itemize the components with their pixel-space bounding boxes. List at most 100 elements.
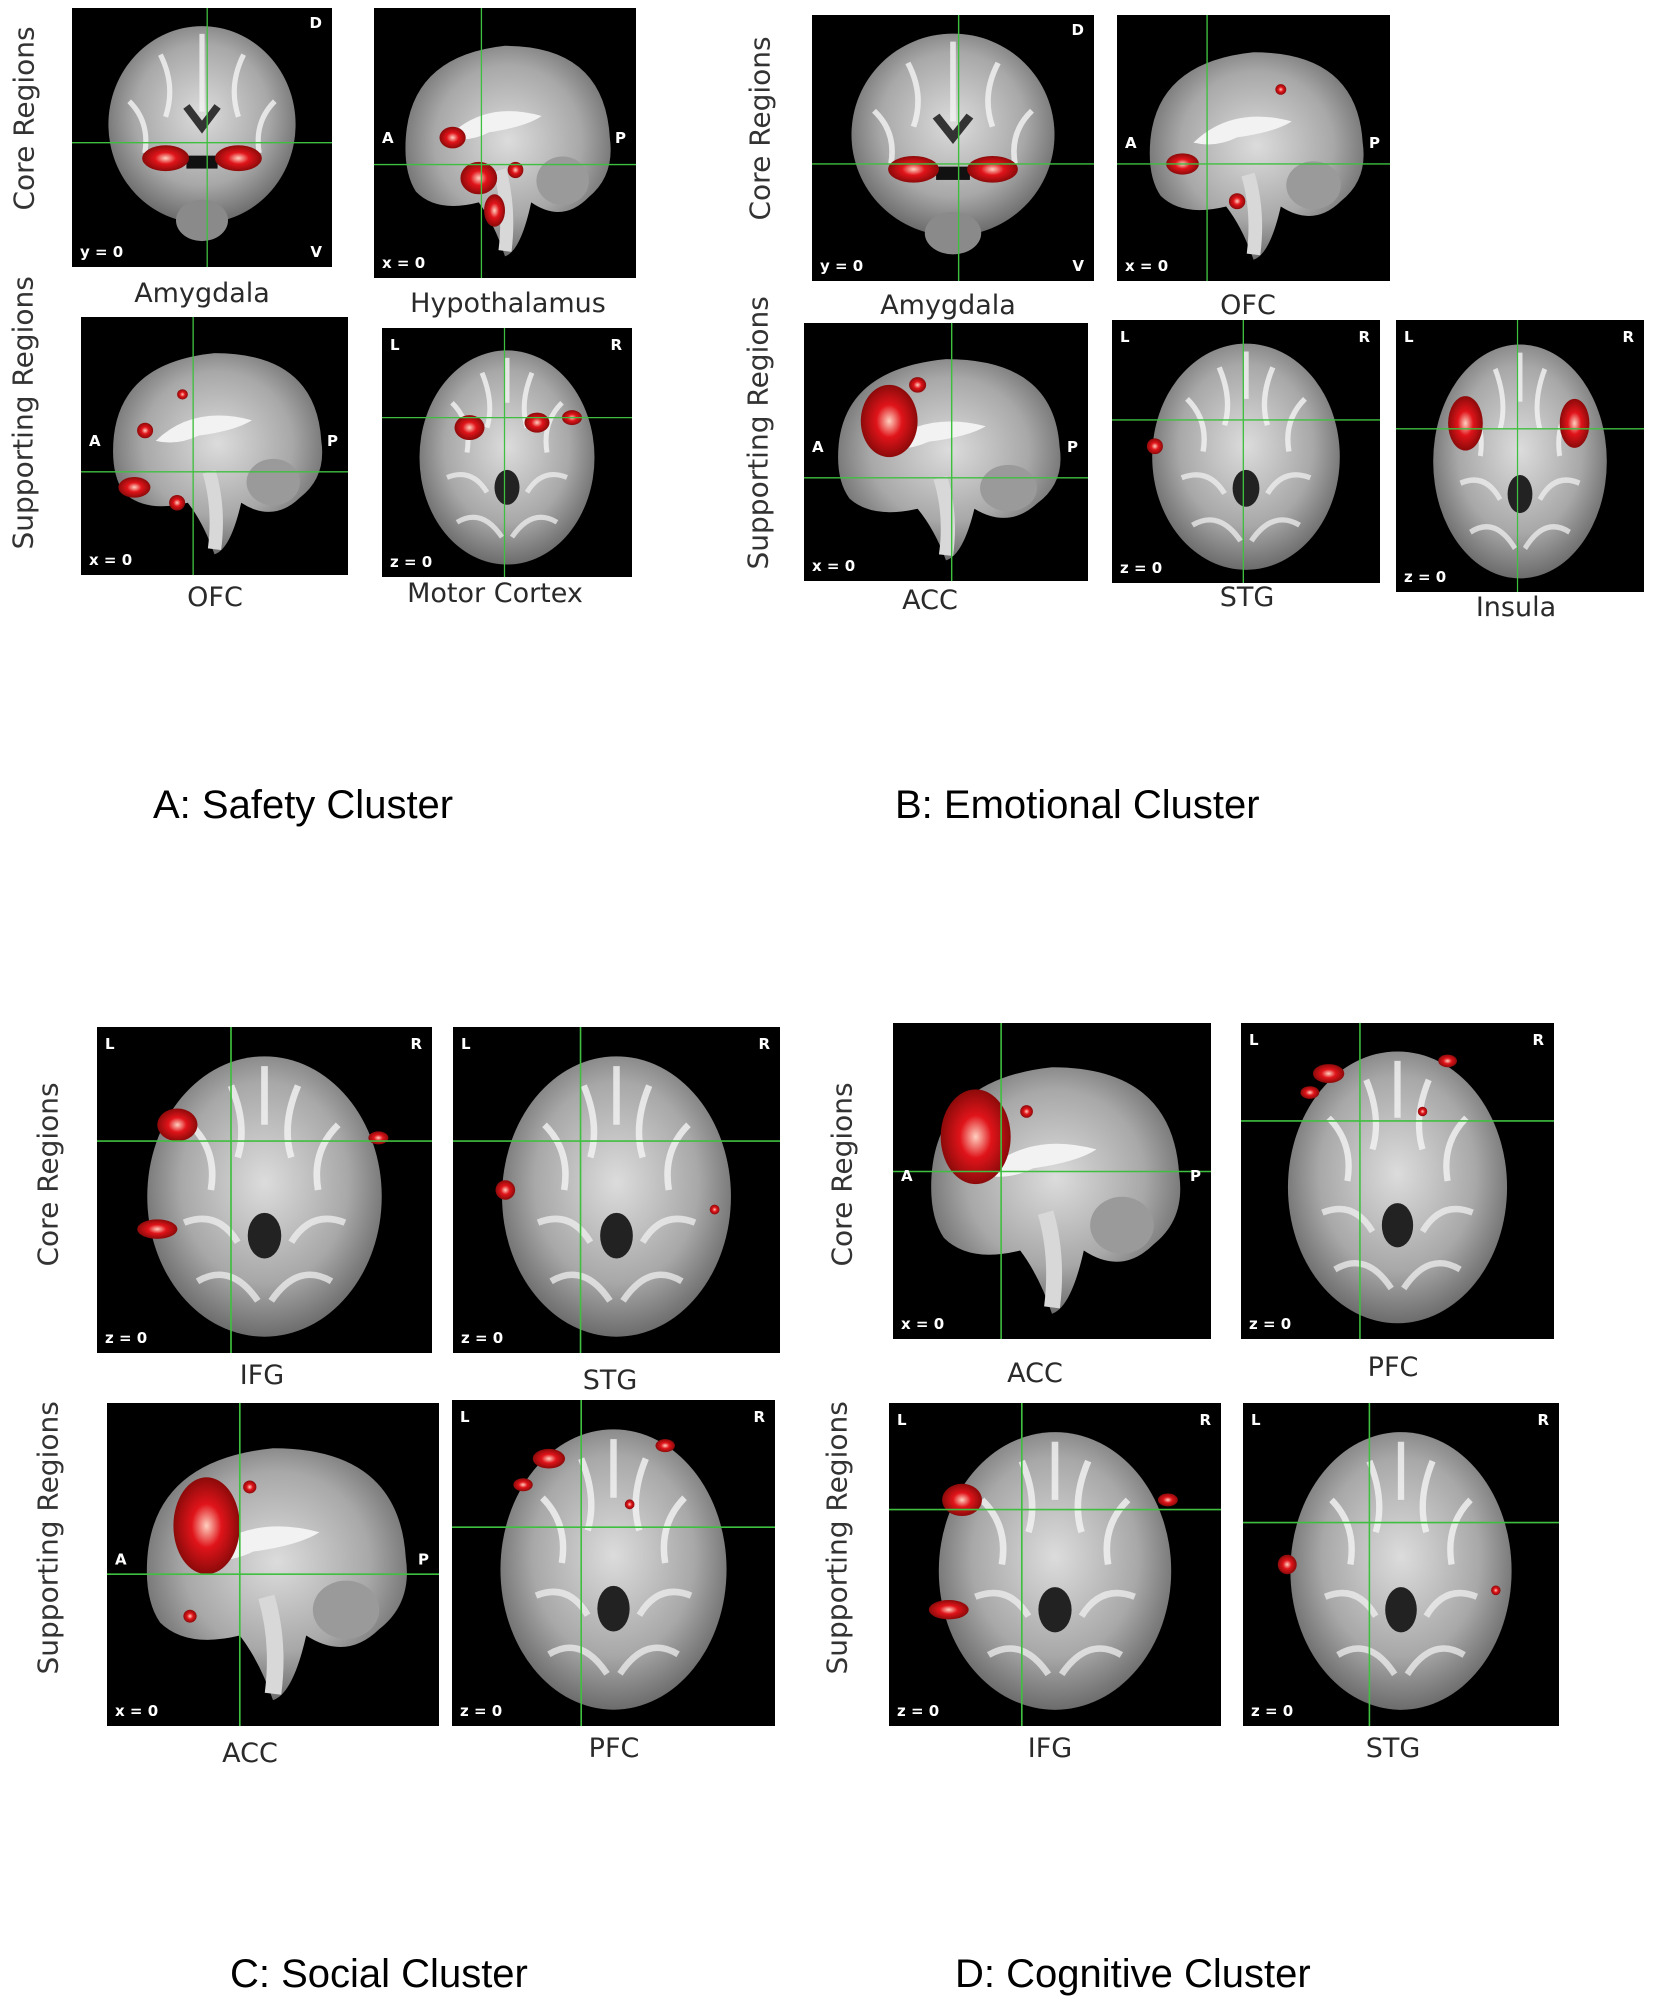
orientation-anterior: A — [1125, 134, 1137, 152]
panel-label-b-stg: STG — [1219, 582, 1275, 613]
activation-blob — [243, 1480, 257, 1494]
orientation-posterior: P — [418, 1551, 429, 1569]
activation-blob — [183, 1609, 197, 1623]
panel-label-a-motor-cortex: Motor Cortex — [407, 578, 583, 609]
orientation-anterior: A — [115, 1551, 127, 1569]
orientation-right: R — [1537, 1411, 1549, 1429]
cluster-title-social: C: Social Cluster — [230, 1952, 528, 1996]
activation-blob — [532, 1448, 566, 1469]
activation-blob — [940, 1089, 1011, 1185]
activation-blob — [1300, 1086, 1320, 1099]
row-label-core-c: Core Regions — [31, 1082, 65, 1267]
activation-blob — [709, 1204, 720, 1215]
activation-blob — [1312, 1064, 1345, 1084]
orientation-right: R — [758, 1035, 770, 1053]
orientation-right: R — [1358, 328, 1370, 346]
activation-blob — [495, 1180, 516, 1200]
panel-label-d-stg: STG — [1365, 1733, 1421, 1764]
orientation-anterior: A — [901, 1167, 913, 1185]
activation-blob — [1146, 438, 1163, 455]
slice-coordinate: x = 0 — [382, 254, 425, 272]
row-label-supporting-a: Supporting Regions — [6, 276, 40, 550]
activation-blob — [439, 126, 466, 149]
activation-blob — [942, 1483, 982, 1517]
slice-coordinate: z = 0 — [105, 1329, 147, 1347]
brain-slice-13 — [893, 1023, 1211, 1339]
brain-slice-16 — [1243, 1403, 1559, 1726]
slice-coordinate: z = 0 — [1120, 559, 1162, 577]
panel-label-d-acc: ACC — [1007, 1358, 1063, 1389]
brain-slice-5 — [1117, 15, 1390, 281]
orientation-anterior: A — [812, 438, 824, 456]
cluster-title-safety: A: Safety Cluster — [153, 783, 454, 827]
brain-slice-1 — [374, 8, 636, 278]
orientation-posterior: P — [1369, 134, 1380, 152]
activation-blob — [1417, 1106, 1428, 1117]
slice-coordinate: z = 0 — [390, 553, 432, 571]
panel-label-c-acc: ACC — [222, 1738, 278, 1769]
cluster-title-emotional: B: Emotional Cluster — [895, 783, 1260, 827]
brain-slice-0 — [72, 8, 332, 267]
orientation-right: R — [1622, 328, 1634, 346]
activation-blob — [624, 1499, 635, 1510]
brain-slice-15 — [889, 1403, 1221, 1726]
orientation-anterior: A — [89, 432, 101, 450]
row-label-core-a: Core Regions — [7, 26, 41, 211]
activation-blob — [1275, 84, 1287, 95]
orientation-left: L — [390, 336, 400, 354]
orientation-right: R — [1199, 1411, 1211, 1429]
row-label-core-b: Core Regions — [743, 36, 777, 221]
orientation-left: L — [1249, 1031, 1259, 1049]
panel-label-c-pfc: PFC — [588, 1733, 640, 1764]
activation-blob — [177, 389, 188, 400]
slice-coordinate: x = 0 — [1125, 257, 1168, 275]
slice-coordinate: y = 0 — [820, 257, 863, 275]
row-label-core-d: Core Regions — [825, 1082, 859, 1267]
row-label-supporting-b: Supporting Regions — [741, 296, 775, 570]
activation-blob — [1228, 193, 1246, 210]
slice-coordinate: x = 0 — [115, 1702, 158, 1720]
activation-blob — [1277, 1554, 1297, 1575]
brain-slice-12 — [452, 1400, 775, 1726]
activation-blob — [215, 145, 262, 172]
panel-label-c-stg: STG — [582, 1365, 638, 1396]
orientation-left: L — [1251, 1411, 1261, 1429]
activation-blob — [655, 1439, 675, 1453]
orientation-ventral: V — [1072, 257, 1084, 275]
brain-slice-2 — [81, 317, 348, 575]
activation-blob — [1438, 1054, 1457, 1068]
slice-coordinate: x = 0 — [89, 551, 132, 569]
orientation-ventral: V — [310, 243, 322, 261]
orientation-dorsal: D — [1072, 21, 1084, 39]
activation-blob — [860, 384, 918, 458]
activation-blob — [513, 1478, 533, 1492]
orientation-posterior: P — [1190, 1167, 1201, 1185]
brain-slice-4 — [812, 15, 1094, 281]
activation-blob — [118, 476, 151, 498]
slice-coordinate: z = 0 — [1249, 1315, 1291, 1333]
slice-coordinate: z = 0 — [1404, 568, 1446, 586]
orientation-left: L — [460, 1408, 470, 1426]
brain-panel-c-acc: x = 0 A P — [107, 1403, 439, 1726]
panel-label-d-pfc: PFC — [1367, 1352, 1419, 1383]
row-label-supporting-d: Supporting Regions — [820, 1401, 854, 1675]
slice-coordinate: x = 0 — [812, 557, 855, 575]
orientation-right: R — [753, 1408, 765, 1426]
panel-label-b-ofc: OFC — [1220, 290, 1276, 321]
orientation-right: R — [410, 1035, 422, 1053]
brain-panel-b-ofc: x = 0 A P — [1117, 15, 1390, 281]
activation-blob — [928, 1600, 969, 1620]
activation-blob — [888, 155, 939, 183]
brain-slice-11 — [107, 1403, 439, 1726]
activation-blob — [484, 194, 505, 227]
row-label-supporting-c: Supporting Regions — [31, 1401, 65, 1675]
orientation-dorsal: D — [310, 14, 322, 32]
activation-blob — [173, 1477, 240, 1575]
